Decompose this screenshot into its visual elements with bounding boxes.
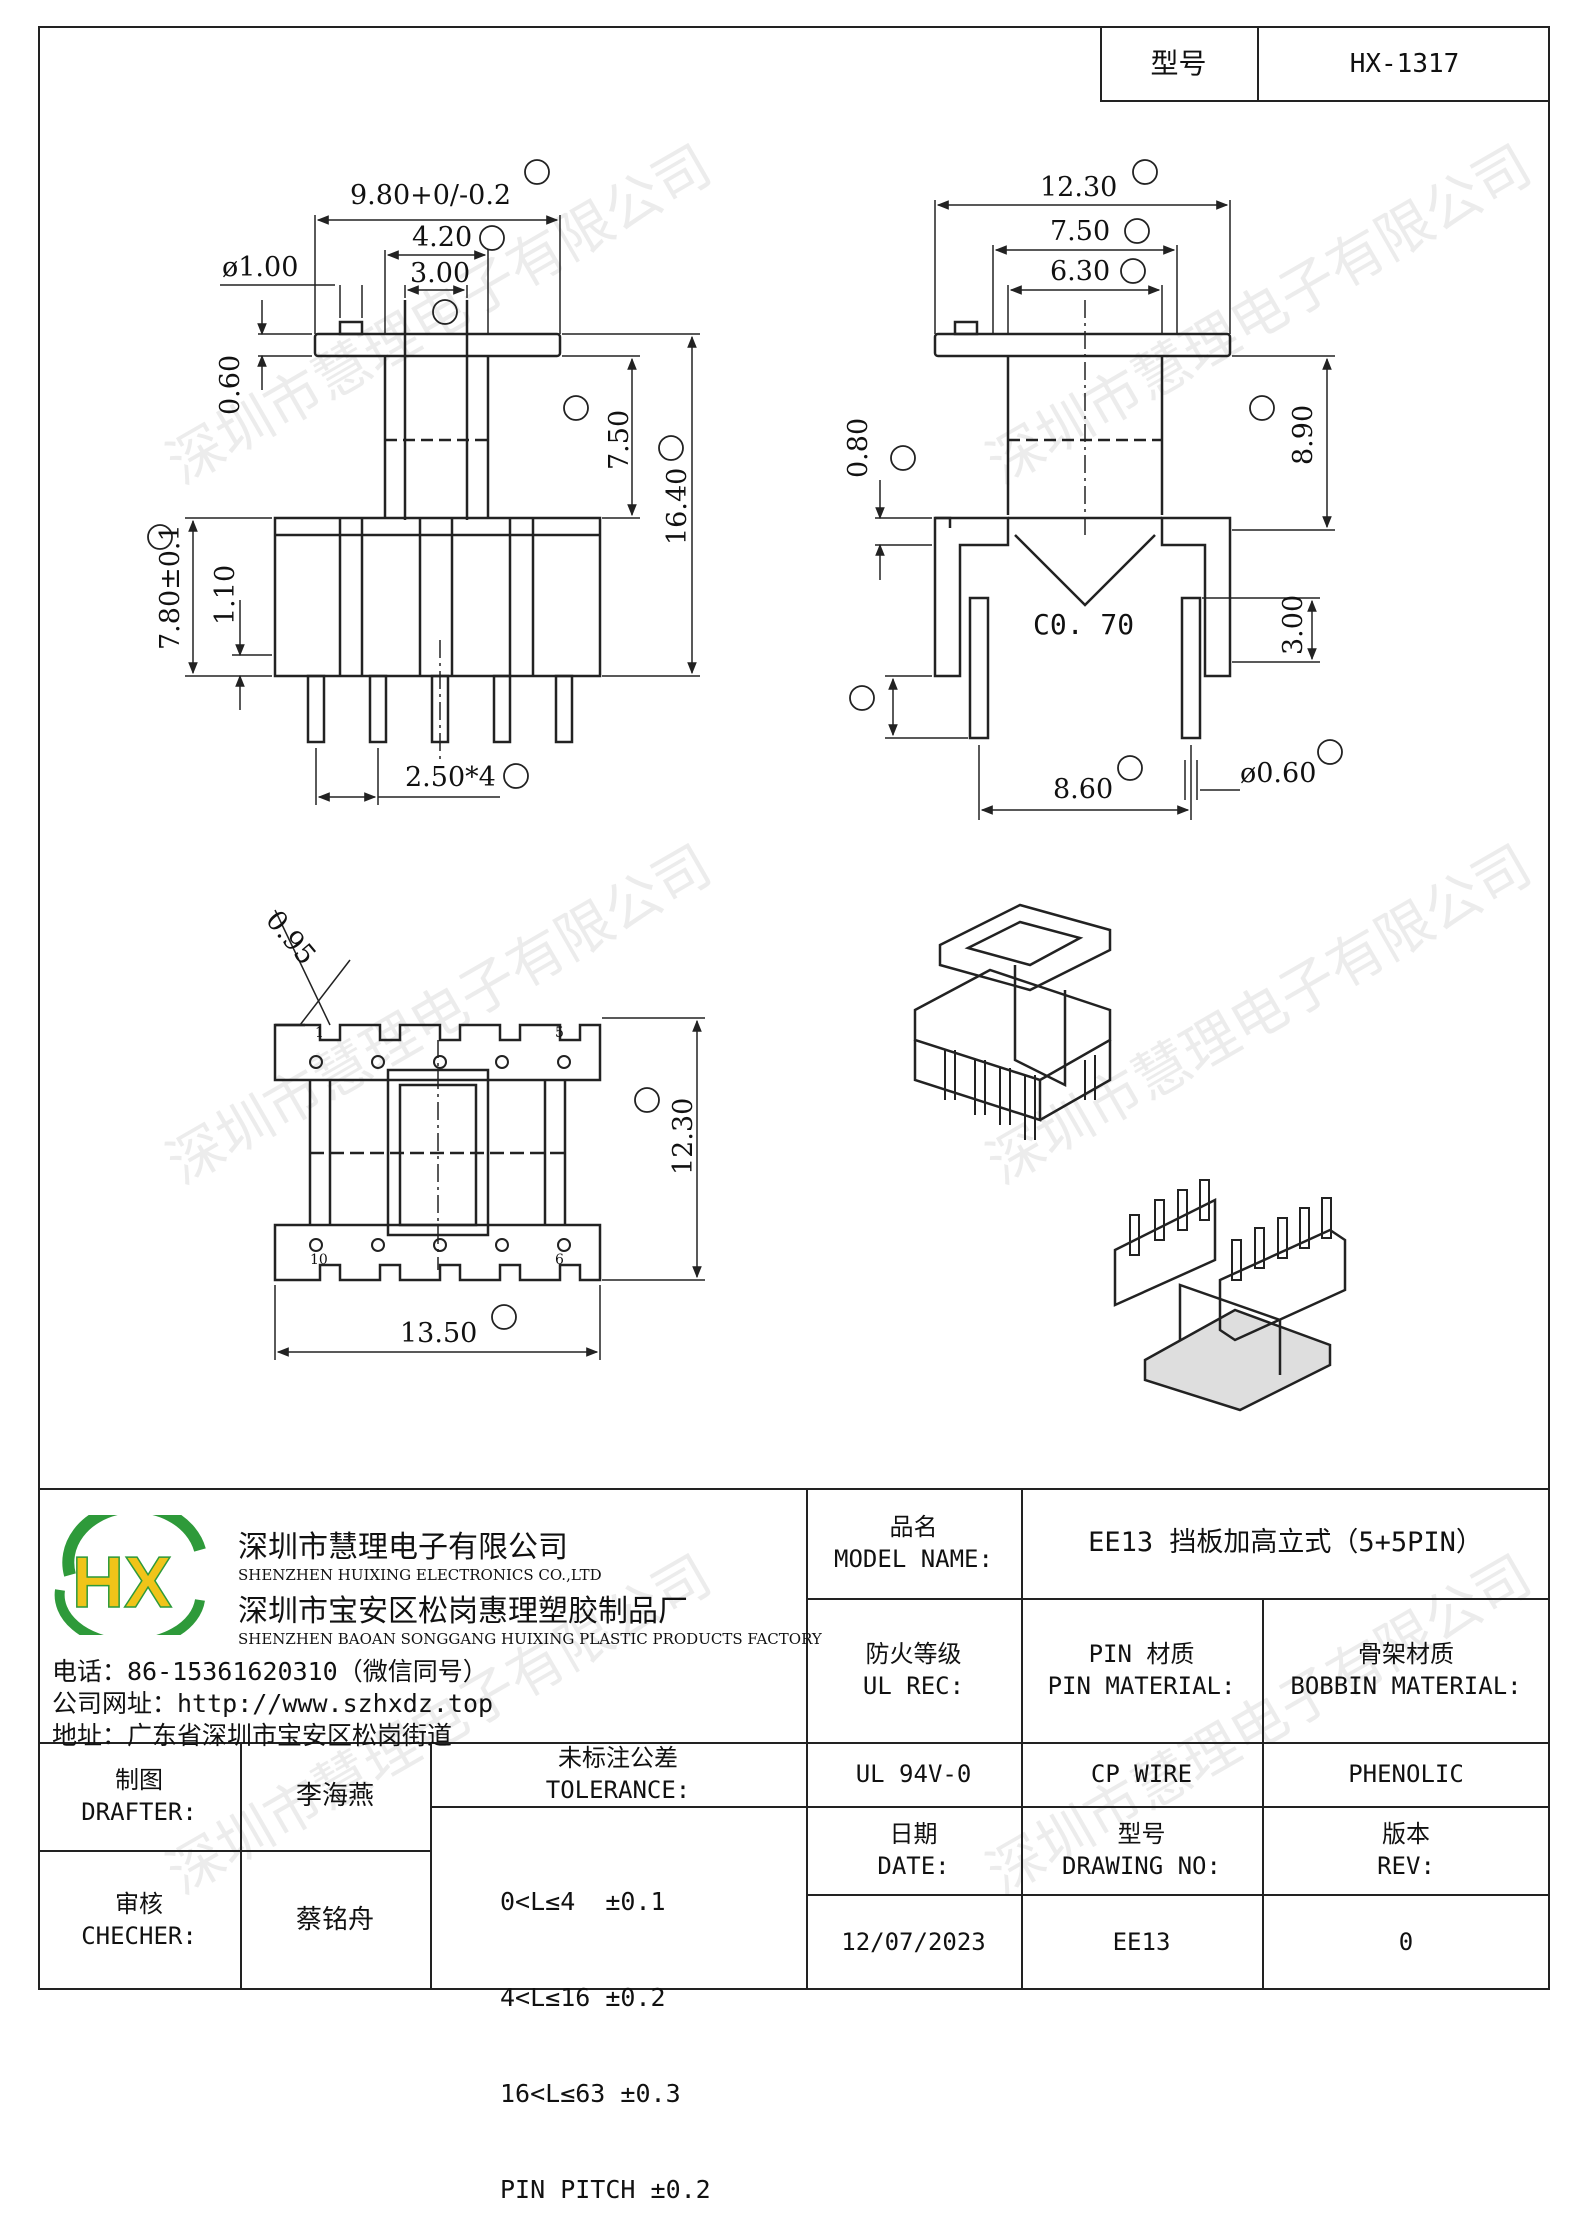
rev-value: 0 (1398, 1928, 1414, 1956)
reference-markers (147, 159, 1343, 1330)
tolerance-list: 0<L≤4 ±0.1 4<L≤16 ±0.2 16<L≤63 ±0.3 PIN … (430, 1806, 806, 2204)
drafter-cn: 制图 (115, 1766, 163, 1794)
bottom-pin-holes (309, 1055, 571, 1252)
dim-16-40: 16.40 (662, 467, 693, 545)
dim-side-pin-diameter: ø0.60 (1240, 758, 1317, 789)
bobbin-material-cn: 骨架材质 (1358, 1640, 1454, 1668)
front-view (185, 215, 700, 805)
isometric-view-top (913, 903, 1112, 1140)
dim-7-50: 7.50 (604, 409, 635, 470)
model-label: 型号 (1150, 47, 1207, 80)
pin-label-6: 6 (555, 1252, 564, 1268)
dim-pitch: 2.50*4 (405, 762, 496, 793)
model-name-label: 品名 MODEL NAME: (806, 1488, 1021, 1598)
side-view (875, 200, 1335, 820)
dim-side-6-30: 6.30 (1050, 256, 1111, 287)
company-address: 地址：广东省深圳市宝安区松岗街道 (52, 1721, 453, 1750)
dim-bottom-12-30: 12.30 (668, 1097, 699, 1175)
dim-side-12-30: 12.30 (1040, 172, 1118, 203)
model-value: HX-1317 (1349, 49, 1460, 79)
dim-side-chamfer: C0. 70 (1033, 608, 1135, 641)
dim-side-8-60: 8.60 (1053, 774, 1114, 805)
dim-side-7-50: 7.50 (1050, 216, 1111, 247)
checker-cn: 审核 (115, 1890, 163, 1918)
drafter-en: DRAFTER: (81, 1798, 197, 1826)
rev-cn: 版本 (1382, 1820, 1430, 1848)
company-name-en: SHENZHEN HUIXING ELECTRONICS CO.,LTD (238, 1566, 602, 1584)
date-label: 日期 DATE: (806, 1806, 1021, 1894)
logo-letters: HX (72, 1543, 172, 1623)
ul-value: UL 94V-0 (855, 1760, 972, 1788)
dim-side-0-80: 0.80 (843, 417, 874, 478)
dim-1-10: 1.10 (210, 564, 241, 625)
date-cn: 日期 (889, 1820, 938, 1848)
dim-side-3-00: 3.00 (1278, 594, 1309, 655)
drafter-name: 李海燕 (295, 1781, 374, 1811)
technical-drawing (147, 159, 1347, 1412)
bobbin-material-en: BOBBIN MATERIAL: (1290, 1672, 1522, 1700)
ul-label-cn: 防火等级 (865, 1640, 962, 1668)
model-name-value: EE13 挡板加高立式（5+5PIN） (1088, 1527, 1483, 1558)
iso-pins-top (944, 1050, 1096, 1140)
ul-label: 防火等级 UL REC: (806, 1598, 1021, 1742)
rev-label: 版本 REV: (1262, 1806, 1550, 1894)
iso-pins-bottom (1129, 1179, 1332, 1281)
date-value: 12/07/2023 (841, 1928, 986, 1956)
dim-7-80: 7.80±0.1 (155, 524, 186, 650)
bottom-view (273, 909, 705, 1360)
pin-material-value: CP WIRE (1090, 1760, 1193, 1788)
factory-name-cn: 深圳市宝安区松岗惠理塑胶制品厂 (238, 1594, 688, 1629)
company-logo-icon: HX (54, 1515, 206, 1635)
pin-material-cn: PIN 材质 (1088, 1640, 1195, 1668)
pin-label-10: 10 (310, 1252, 328, 1268)
tolerance-line: PIN PITCH ±0.2 (500, 2175, 711, 2204)
dim-top-width: 9.80+0/-0.2 (350, 180, 512, 211)
drafter-label: 制图 DRAFTER: (38, 1742, 240, 1850)
dim-side-8-90: 8.90 (1288, 404, 1319, 465)
dim-4-20: 4.20 (412, 222, 473, 253)
company-name-cn: 深圳市慧理电子有限公司 (238, 1530, 568, 1565)
tolerance-line: 16<L≤63 ±0.3 (500, 2079, 681, 2108)
tolerance-line: 4<L≤16 ±0.2 (500, 1983, 666, 2012)
rev-en: REV: (1377, 1852, 1435, 1880)
pin-material-en: PIN MATERIAL: (1047, 1672, 1236, 1700)
dim-bottom-13-50: 13.50 (400, 1318, 478, 1349)
pin-label-5: 5 (555, 1025, 564, 1041)
dim-3-00: 3.00 (410, 258, 471, 289)
bobbin-material-label: 骨架材质 BOBBIN MATERIAL: (1262, 1598, 1550, 1742)
drawing-no-label: 型号 DRAWING NO: (1021, 1806, 1262, 1894)
dim-0-60: 0.60 (215, 354, 246, 415)
model-name-en: MODEL NAME: (834, 1545, 993, 1573)
checker-name: 蔡铭舟 (295, 1905, 374, 1935)
company-website: 公司网址：http://www.szhxdz.top (52, 1689, 494, 1718)
ul-label-en: UL REC: (862, 1672, 965, 1700)
isometric-view-bottom (1113, 1179, 1347, 1412)
factory-name-en: SHENZHEN BAOAN SONGGANG HUIXING PLASTIC … (238, 1630, 822, 1648)
date-en: DATE: (877, 1852, 950, 1880)
checker-label: 审核 CHECHER: (38, 1850, 240, 1990)
drawing-frame (38, 26, 1550, 1990)
tolerance-label: 未标注公差 TOLERANCE: (430, 1742, 806, 1806)
checker-en: CHECHER: (81, 1922, 197, 1950)
company-phone: 电话：86-15361620310（微信同号） (52, 1657, 488, 1686)
pin-material-label: PIN 材质 PIN MATERIAL: (1021, 1598, 1262, 1742)
drawing-cn: 型号 (1117, 1820, 1166, 1848)
dim-pin-diameter: ø1.00 (222, 252, 299, 283)
pin-label-1: 1 (315, 1025, 324, 1041)
tolerance-cn: 未标注公差 (558, 1744, 678, 1772)
bobbin-material-value: PHENOLIC (1348, 1760, 1464, 1788)
drawing-no-value: EE13 (1112, 1928, 1171, 1956)
tolerance-line: 0<L≤4 ±0.1 (500, 1887, 666, 1916)
model-box (1100, 26, 1550, 102)
drawing-en: DRAWING NO: (1062, 1852, 1221, 1880)
tolerance-en: TOLERANCE: (545, 1776, 691, 1804)
model-name-cn: 品名 (889, 1513, 938, 1541)
